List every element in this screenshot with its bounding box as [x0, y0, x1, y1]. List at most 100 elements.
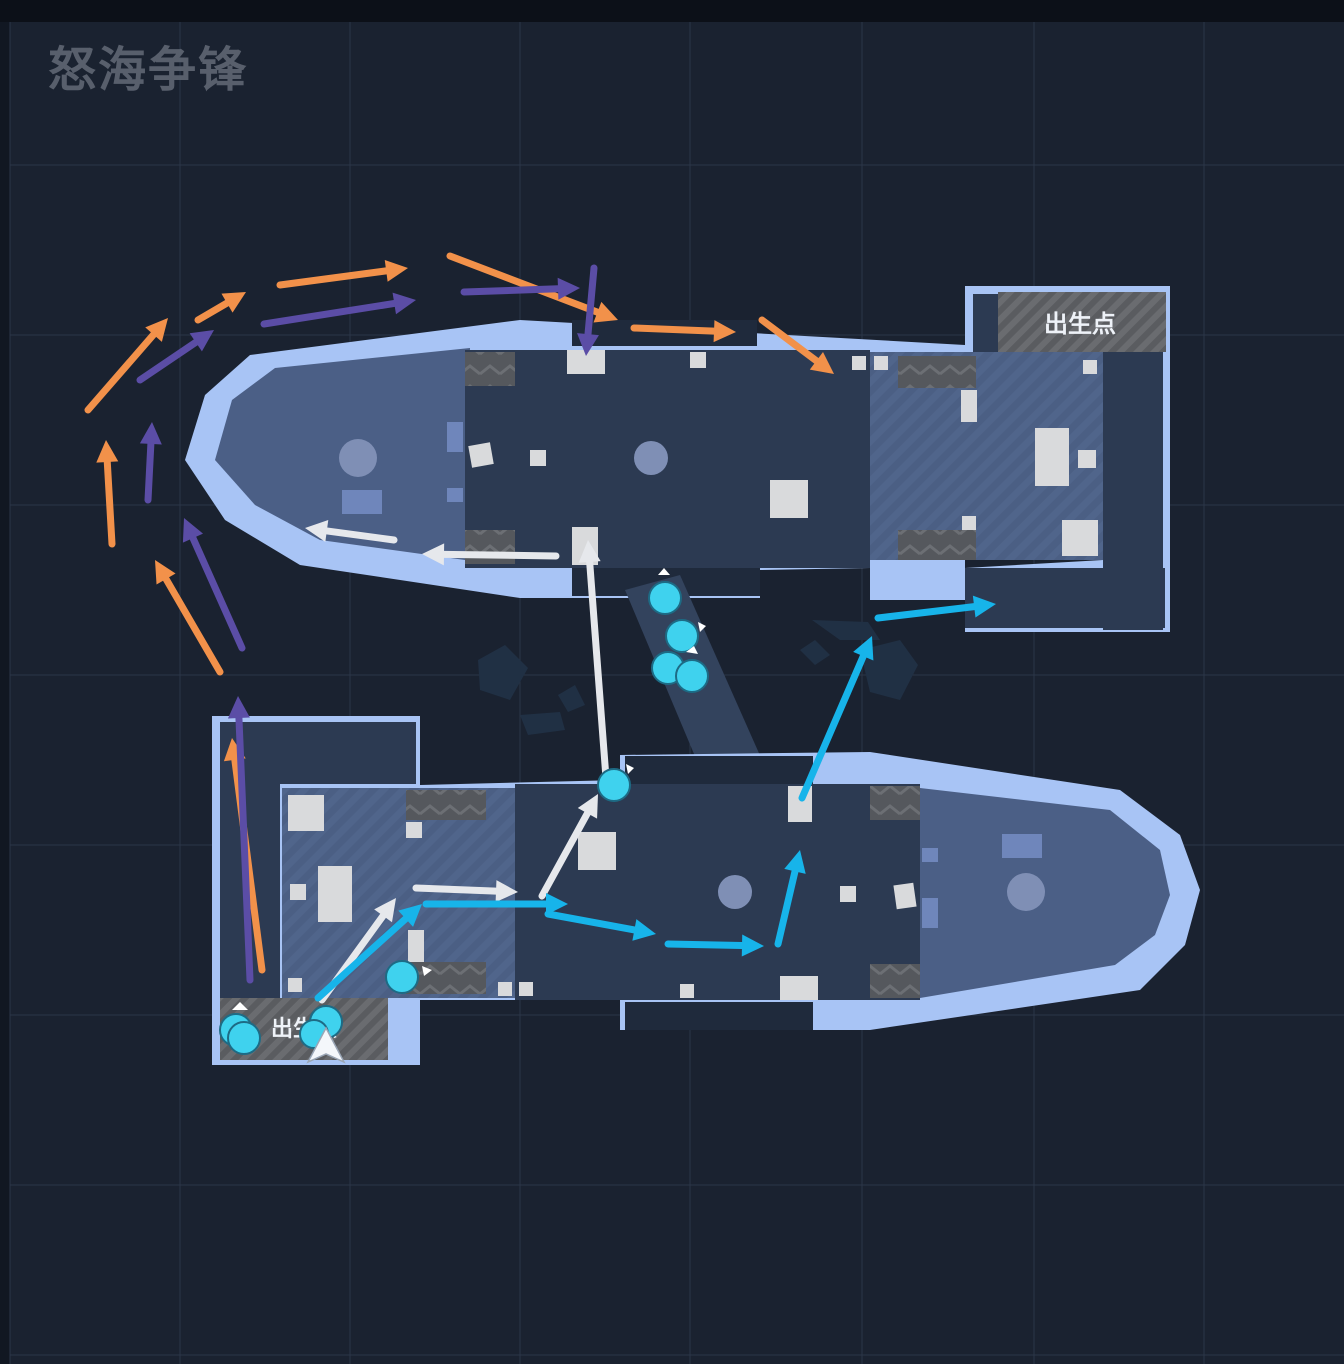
- route-blue-arrow-shaft: [544, 910, 638, 934]
- route-blue-arrow-shaft: [664, 940, 746, 950]
- mast-icon: [634, 441, 668, 475]
- crate-icon: [288, 978, 302, 992]
- route-orange-arrow-shaft: [194, 299, 231, 324]
- crate-icon: [519, 982, 533, 996]
- rock-icon: [558, 685, 585, 712]
- route-orange-arrow-shaft: [103, 458, 116, 548]
- mast-icon: [1007, 873, 1045, 911]
- bottom-upper-hatch: [625, 756, 813, 784]
- arrow-icon: [593, 301, 618, 323]
- bottom-ship-mid-deck: [515, 784, 920, 1000]
- ramp-icon: [870, 964, 920, 998]
- route-blue-arrow-shaft: [314, 915, 410, 1002]
- ramp-icon: [898, 356, 976, 388]
- rock-icon: [520, 712, 565, 735]
- arrow-icon: [305, 520, 329, 542]
- bottom-ship-bow-deck: [920, 788, 1170, 998]
- arrow-icon: [145, 318, 168, 342]
- arrow-icon: [495, 880, 518, 903]
- route-orange-arrow-shaft: [162, 575, 224, 676]
- facing-tick-icon: [658, 568, 670, 575]
- route-orange-arrow-shaft: [446, 252, 601, 316]
- rock-icon: [812, 620, 880, 640]
- arrow-icon: [392, 292, 416, 315]
- teammate-marker-icon[interactable]: [675, 659, 709, 693]
- crate-icon: [1035, 428, 1069, 486]
- teammate-marker-icon[interactable]: [665, 619, 699, 653]
- crate-icon: [962, 516, 976, 530]
- barrel-icon: [447, 422, 463, 452]
- crate-icon: [530, 450, 546, 466]
- route-purple-arrow-shaft: [460, 285, 562, 296]
- route-purple-arrow-shaft: [136, 338, 200, 384]
- arrow-icon: [632, 919, 656, 941]
- barrel-group: [922, 834, 1042, 928]
- arrow-icon: [384, 259, 408, 282]
- ramp-icon: [406, 790, 486, 820]
- rock-icon: [478, 645, 528, 700]
- route-orange-arrow-shaft: [758, 316, 820, 365]
- barrel-group: [342, 422, 463, 514]
- route-purple-arrow-shaft: [189, 534, 246, 652]
- route-overlay: [84, 252, 996, 1004]
- teammate-marker-icon[interactable]: [648, 581, 682, 615]
- arrow-icon: [557, 277, 580, 300]
- crate-icon: [578, 832, 616, 870]
- barrel-icon: [1002, 834, 1042, 858]
- route-white-arrow-shaft: [440, 550, 560, 560]
- top-spawn-label: 出生点: [1044, 310, 1116, 338]
- crate-icon: [893, 882, 917, 910]
- arrow-icon: [398, 904, 422, 927]
- arrow-icon: [221, 292, 246, 313]
- debris-group: [478, 620, 918, 735]
- route-purple-arrow-shaft: [235, 714, 254, 984]
- arrow-icon: [713, 320, 736, 343]
- facing-tick-icon: [232, 1002, 248, 1010]
- facing-tick-icon: [626, 764, 634, 774]
- arrow-icon: [577, 794, 598, 819]
- crate-icon: [468, 442, 494, 468]
- crate-icon: [780, 976, 818, 1000]
- crate-icon: [1083, 360, 1097, 374]
- arrow-icon: [546, 893, 568, 915]
- arrow-icon: [784, 850, 806, 874]
- route-white-arrow-shaft: [538, 809, 591, 900]
- arrow-icon: [139, 422, 162, 445]
- arrow-icon: [374, 898, 396, 923]
- crate-icon: [498, 982, 512, 996]
- ramp-icon: [898, 530, 976, 560]
- crate-icon: [318, 866, 352, 922]
- ramp-icon: [870, 786, 920, 820]
- ramp-icon: [465, 352, 515, 386]
- bottom-lower-hatch: [625, 1002, 813, 1030]
- arrow-icon: [853, 636, 874, 661]
- crate-icon: [1062, 520, 1098, 556]
- route-orange-arrow-shaft: [276, 267, 390, 289]
- mast-icon: [718, 875, 752, 909]
- player-position-icon[interactable]: [306, 1026, 346, 1064]
- crate-icon: [874, 356, 888, 370]
- route-purple-arrow-shaft: [584, 264, 598, 338]
- player-markers: [219, 568, 709, 1064]
- arrow-icon: [741, 934, 764, 957]
- barrel-icon: [922, 848, 938, 862]
- crate-icon: [840, 886, 856, 902]
- route-blue-arrow-shaft: [798, 652, 867, 802]
- top-spawn-zone: [998, 292, 1166, 352]
- arrow-icon: [972, 595, 996, 618]
- top-stern-lower: [965, 568, 1165, 628]
- arrow-icon: [577, 333, 599, 356]
- teammate-marker-icon[interactable]: [227, 1021, 261, 1055]
- crate-group: [468, 350, 1098, 565]
- facing-tick-icon: [686, 646, 698, 654]
- teammate-marker-icon[interactable]: [597, 768, 631, 802]
- map-title: 怒海争锋: [48, 42, 249, 98]
- arrow-icon: [227, 696, 250, 719]
- route-white-arrow-shaft: [586, 558, 610, 782]
- route-orange-arrow-shaft: [84, 331, 158, 414]
- teammate-marker-icon[interactable]: [385, 960, 419, 994]
- top-ship: 出生点: [185, 286, 1170, 632]
- arrow-icon: [578, 540, 601, 563]
- rock-icon: [860, 640, 918, 700]
